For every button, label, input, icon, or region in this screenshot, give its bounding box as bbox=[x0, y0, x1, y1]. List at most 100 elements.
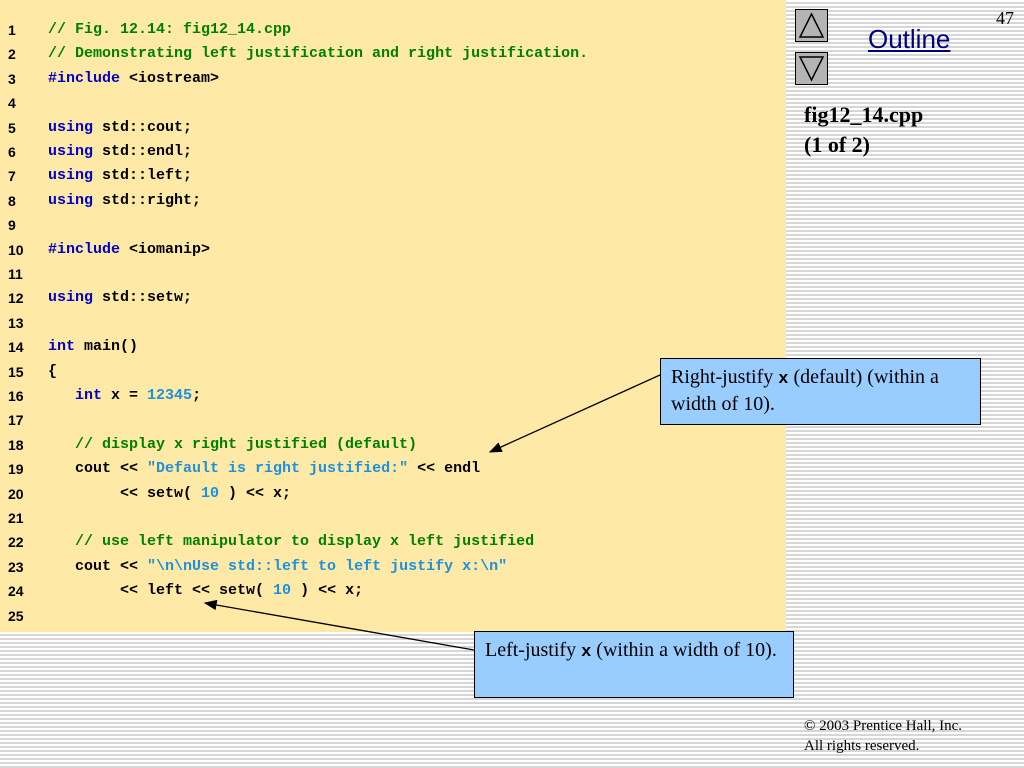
line-number: 21 bbox=[8, 510, 24, 526]
line-number: 6 bbox=[8, 144, 16, 160]
code-token: // display x right justified (default) bbox=[48, 435, 418, 453]
code-token: // use left manipulator to display x lef… bbox=[48, 533, 535, 551]
line-number: 24 bbox=[8, 583, 24, 600]
code-token: ) << x; bbox=[291, 582, 364, 600]
line-number: 5 bbox=[8, 119, 16, 136]
left-justify-arrow bbox=[203, 599, 475, 651]
code-text: #include <iostream> bbox=[48, 67, 219, 91]
file-title: fig12_14.cpp (1 of 2) bbox=[804, 100, 923, 160]
code-line: 16 int x = 12345; bbox=[0, 384, 786, 408]
code-line: 21 bbox=[0, 506, 786, 530]
code-token: std::endl; bbox=[93, 143, 193, 160]
callout-code: x bbox=[581, 643, 592, 662]
line-number: 12 bbox=[8, 290, 24, 307]
code-token: int bbox=[75, 387, 103, 404]
callout-prefix: Left-justify bbox=[485, 639, 582, 661]
code-token: // Fig. 12.14: fig12_14.cpp bbox=[48, 21, 292, 38]
code-line: 11 bbox=[0, 262, 786, 286]
callout-suffix: (default) (within a width of 10). bbox=[671, 366, 939, 415]
code-token: << left << setw( bbox=[48, 582, 274, 600]
code-line: 2// Demonstrating left justification and… bbox=[0, 42, 786, 66]
callout-code: x bbox=[778, 370, 789, 389]
triangle-down-icon bbox=[798, 56, 825, 82]
code-line: 23 cout << "\n\nUse std::left to left ju… bbox=[0, 555, 786, 579]
code-token: << setw( bbox=[48, 484, 202, 502]
left-justify-callout: Left-justify x (within a width of 10). bbox=[474, 631, 794, 698]
code-text: using std::setw; bbox=[48, 286, 192, 310]
code-token: using bbox=[48, 191, 94, 209]
code-token: "Default is right justified:" bbox=[147, 460, 409, 478]
code-token: <iomanip> bbox=[120, 240, 211, 258]
line-number: 22 bbox=[8, 534, 24, 551]
file-name: fig12_14.cpp bbox=[804, 102, 924, 127]
code-text: // Fig. 12.14: fig12_14.cpp bbox=[48, 18, 291, 42]
line-number: 18 bbox=[8, 436, 24, 453]
code-token: std::left; bbox=[93, 167, 193, 185]
code-text: int main() bbox=[48, 335, 138, 359]
code-line: 1// Fig. 12.14: fig12_14.cpp bbox=[0, 18, 786, 42]
line-number: 13 bbox=[8, 314, 24, 331]
code-token: #include bbox=[48, 240, 121, 258]
code-line: 20 << setw( 10 ) << x; bbox=[0, 482, 786, 506]
line-number: 11 bbox=[8, 266, 23, 282]
line-number: 14 bbox=[8, 339, 24, 356]
code-token: int bbox=[48, 338, 76, 356]
code-token: "\n\nUse std::left to left justify x:\n" bbox=[147, 557, 508, 575]
code-line: 7 using std::left; bbox=[0, 164, 786, 188]
code-text: using std::left; bbox=[48, 164, 192, 188]
code-line: 17 bbox=[0, 408, 786, 432]
code-text: { bbox=[48, 360, 57, 384]
code-token: ) << x; bbox=[219, 484, 292, 502]
code-line: 14 int main() bbox=[0, 335, 786, 359]
code-token: <iostream> bbox=[120, 69, 220, 87]
outline-link[interactable]: Outline bbox=[868, 24, 951, 54]
line-number: 9 bbox=[8, 217, 16, 234]
code-text: << setw( 10 ) << x; bbox=[48, 482, 291, 506]
code-token: std::cout; bbox=[93, 118, 193, 136]
code-token: cout << bbox=[48, 557, 148, 575]
code-text: // use left manipulator to display x lef… bbox=[48, 530, 534, 554]
code-line: 18 // display x right justified (default… bbox=[0, 433, 786, 457]
code-line: 19 cout << "Default is right justified:"… bbox=[0, 457, 786, 481]
code-token: 10 bbox=[273, 582, 292, 600]
code-token: // Demonstrating left justification and … bbox=[48, 45, 589, 63]
code-text: // display x right justified (default) bbox=[48, 433, 417, 457]
code-line: 6 using std::endl; bbox=[0, 140, 786, 164]
code-line: 10#include <iomanip> bbox=[0, 238, 786, 262]
code-token: using bbox=[48, 167, 94, 185]
code-token: 10 bbox=[201, 484, 220, 502]
code-token: ; bbox=[192, 387, 202, 404]
code-text: << left << setw( 10 ) << x; bbox=[48, 579, 363, 603]
code-line: 24 << left << setw( 10 ) << x; bbox=[0, 579, 786, 603]
code-text: using std::right; bbox=[48, 189, 201, 213]
previous-slide-button[interactable] bbox=[795, 9, 828, 42]
code-line: 13 bbox=[0, 311, 786, 335]
line-number: 20 bbox=[8, 485, 24, 502]
code-text: cout << "\n\nUse std::left to left justi… bbox=[48, 555, 507, 579]
callout-prefix: Right-justify bbox=[671, 366, 779, 388]
code-text: // Demonstrating left justification and … bbox=[48, 42, 588, 66]
code-line: 22 // use left manipulator to display x … bbox=[0, 530, 786, 554]
code-line: 12 using std::setw; bbox=[0, 286, 786, 310]
code-text: using std::endl; bbox=[48, 140, 192, 164]
copyright-symbol: © bbox=[804, 718, 816, 734]
code-line: 9 bbox=[0, 213, 786, 237]
line-number: 7 bbox=[8, 168, 16, 185]
code-token: std::setw; bbox=[93, 289, 193, 307]
page-number: 47 bbox=[996, 8, 1014, 28]
code-token: std::right; bbox=[93, 191, 202, 209]
code-token: using bbox=[48, 143, 94, 160]
next-slide-button[interactable] bbox=[795, 52, 828, 85]
code-text: #include <iomanip> bbox=[48, 238, 210, 262]
callout-suffix: (within a width of 10). bbox=[591, 639, 777, 661]
copyright-notice: © 2003 Prentice Hall, Inc. All rights re… bbox=[804, 716, 962, 756]
line-number: 17 bbox=[8, 412, 24, 429]
code-token: cout << bbox=[48, 460, 148, 478]
code-token: main() bbox=[75, 338, 139, 356]
code-token: using bbox=[48, 118, 94, 136]
code-token: 12345 bbox=[147, 387, 193, 404]
code-line: 4 bbox=[0, 91, 786, 115]
